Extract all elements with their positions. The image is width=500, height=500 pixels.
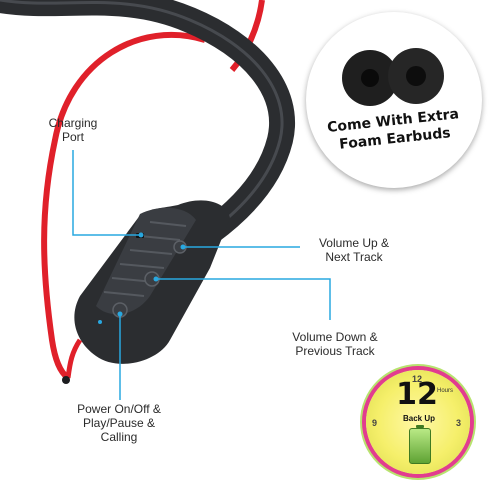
foam-callout [306,12,482,188]
clock-number-top: 12 [412,374,423,384]
clock-number-left: 9 [372,418,378,428]
grip-texture [103,221,187,297]
pointer-lines [72,150,331,400]
backup-label: Back Up [402,414,435,423]
cable-left [41,31,206,381]
battery-icon [409,425,431,464]
pointer-volume-down [156,278,331,320]
cable-end [62,376,70,384]
label-power: Power On/Off & Play/Pause & Calling [77,402,161,444]
cable-exit [65,338,83,379]
label-volume-down: Volume Down & Previous Track [292,330,378,358]
pointer-charging [72,150,140,236]
clock-number-right: 3 [456,418,462,428]
backup-hours-unit: Hours [437,388,454,394]
label-charging-port: Charging Port [48,116,98,144]
neckband-highlight [0,0,284,234]
controller-grip [96,207,196,315]
backup-hours-value: 12 [396,377,438,412]
label-volume-up: Volume Up & Next Track [318,236,390,264]
led-icon [98,320,102,324]
